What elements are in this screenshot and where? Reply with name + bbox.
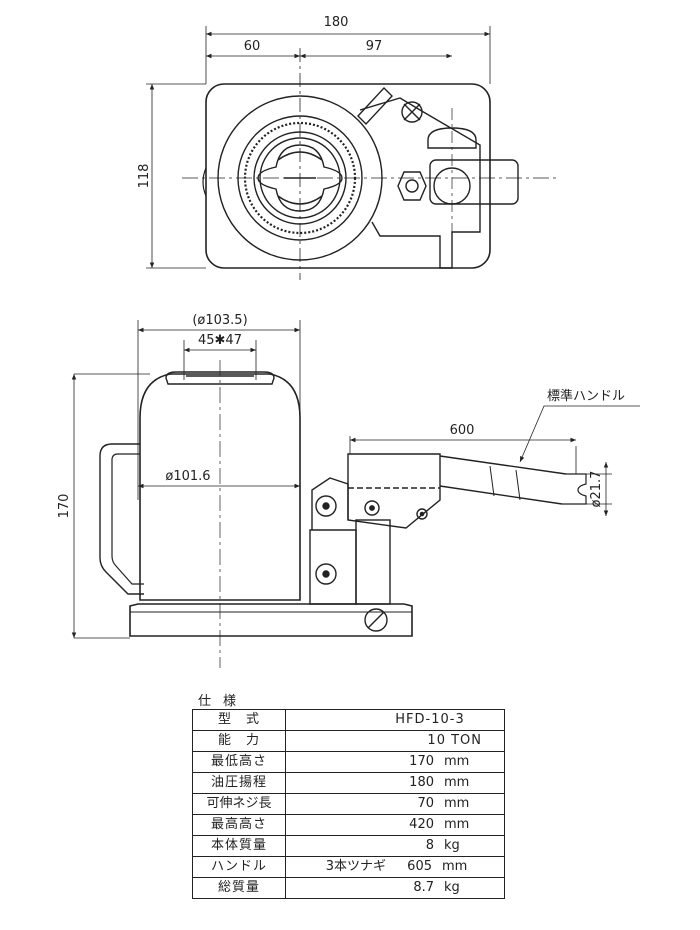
spec-value: 10 TON xyxy=(285,730,505,752)
dim-top-right: 97 xyxy=(366,39,383,54)
dim-top-left: 60 xyxy=(244,39,261,54)
table-row: 型 式 HFD-10-3 xyxy=(192,709,505,731)
spec-label: 最低高さ xyxy=(192,751,286,773)
spec-title: 仕様 xyxy=(198,694,249,709)
spec-value: HFD-10-3 xyxy=(285,709,505,731)
spec-label: 型 式 xyxy=(192,709,286,731)
table-row: 能 力 10 TON xyxy=(192,730,505,752)
handle-label: 標準ハンドル xyxy=(547,388,625,404)
spec-label: 最高高さ xyxy=(192,814,286,836)
dim-head-size: 45✱47 xyxy=(198,333,242,348)
spec-label: ハンドル xyxy=(192,856,286,878)
dim-body-dia: ø101.6 xyxy=(165,469,210,484)
spec-label: 可伸ネジ長 xyxy=(192,793,286,815)
dim-height: 170 xyxy=(57,494,72,519)
spec-label: 総質量 xyxy=(192,877,286,899)
technical-drawing: 180 60 97 118 xyxy=(57,15,640,668)
top-view xyxy=(146,26,560,280)
dim-outer-dia: (ø103.5) xyxy=(192,313,247,328)
spec-label: 能 力 xyxy=(192,730,286,752)
dim-handle-dia: ø21.7 xyxy=(589,471,604,508)
spec-label: 本体質量 xyxy=(192,835,286,857)
dim-handle-length: 600 xyxy=(450,423,475,438)
spec-label: 油圧揚程 xyxy=(192,772,286,794)
dim-top-width: 180 xyxy=(324,15,349,30)
dim-top-height: 118 xyxy=(137,164,152,189)
side-view xyxy=(71,320,640,668)
